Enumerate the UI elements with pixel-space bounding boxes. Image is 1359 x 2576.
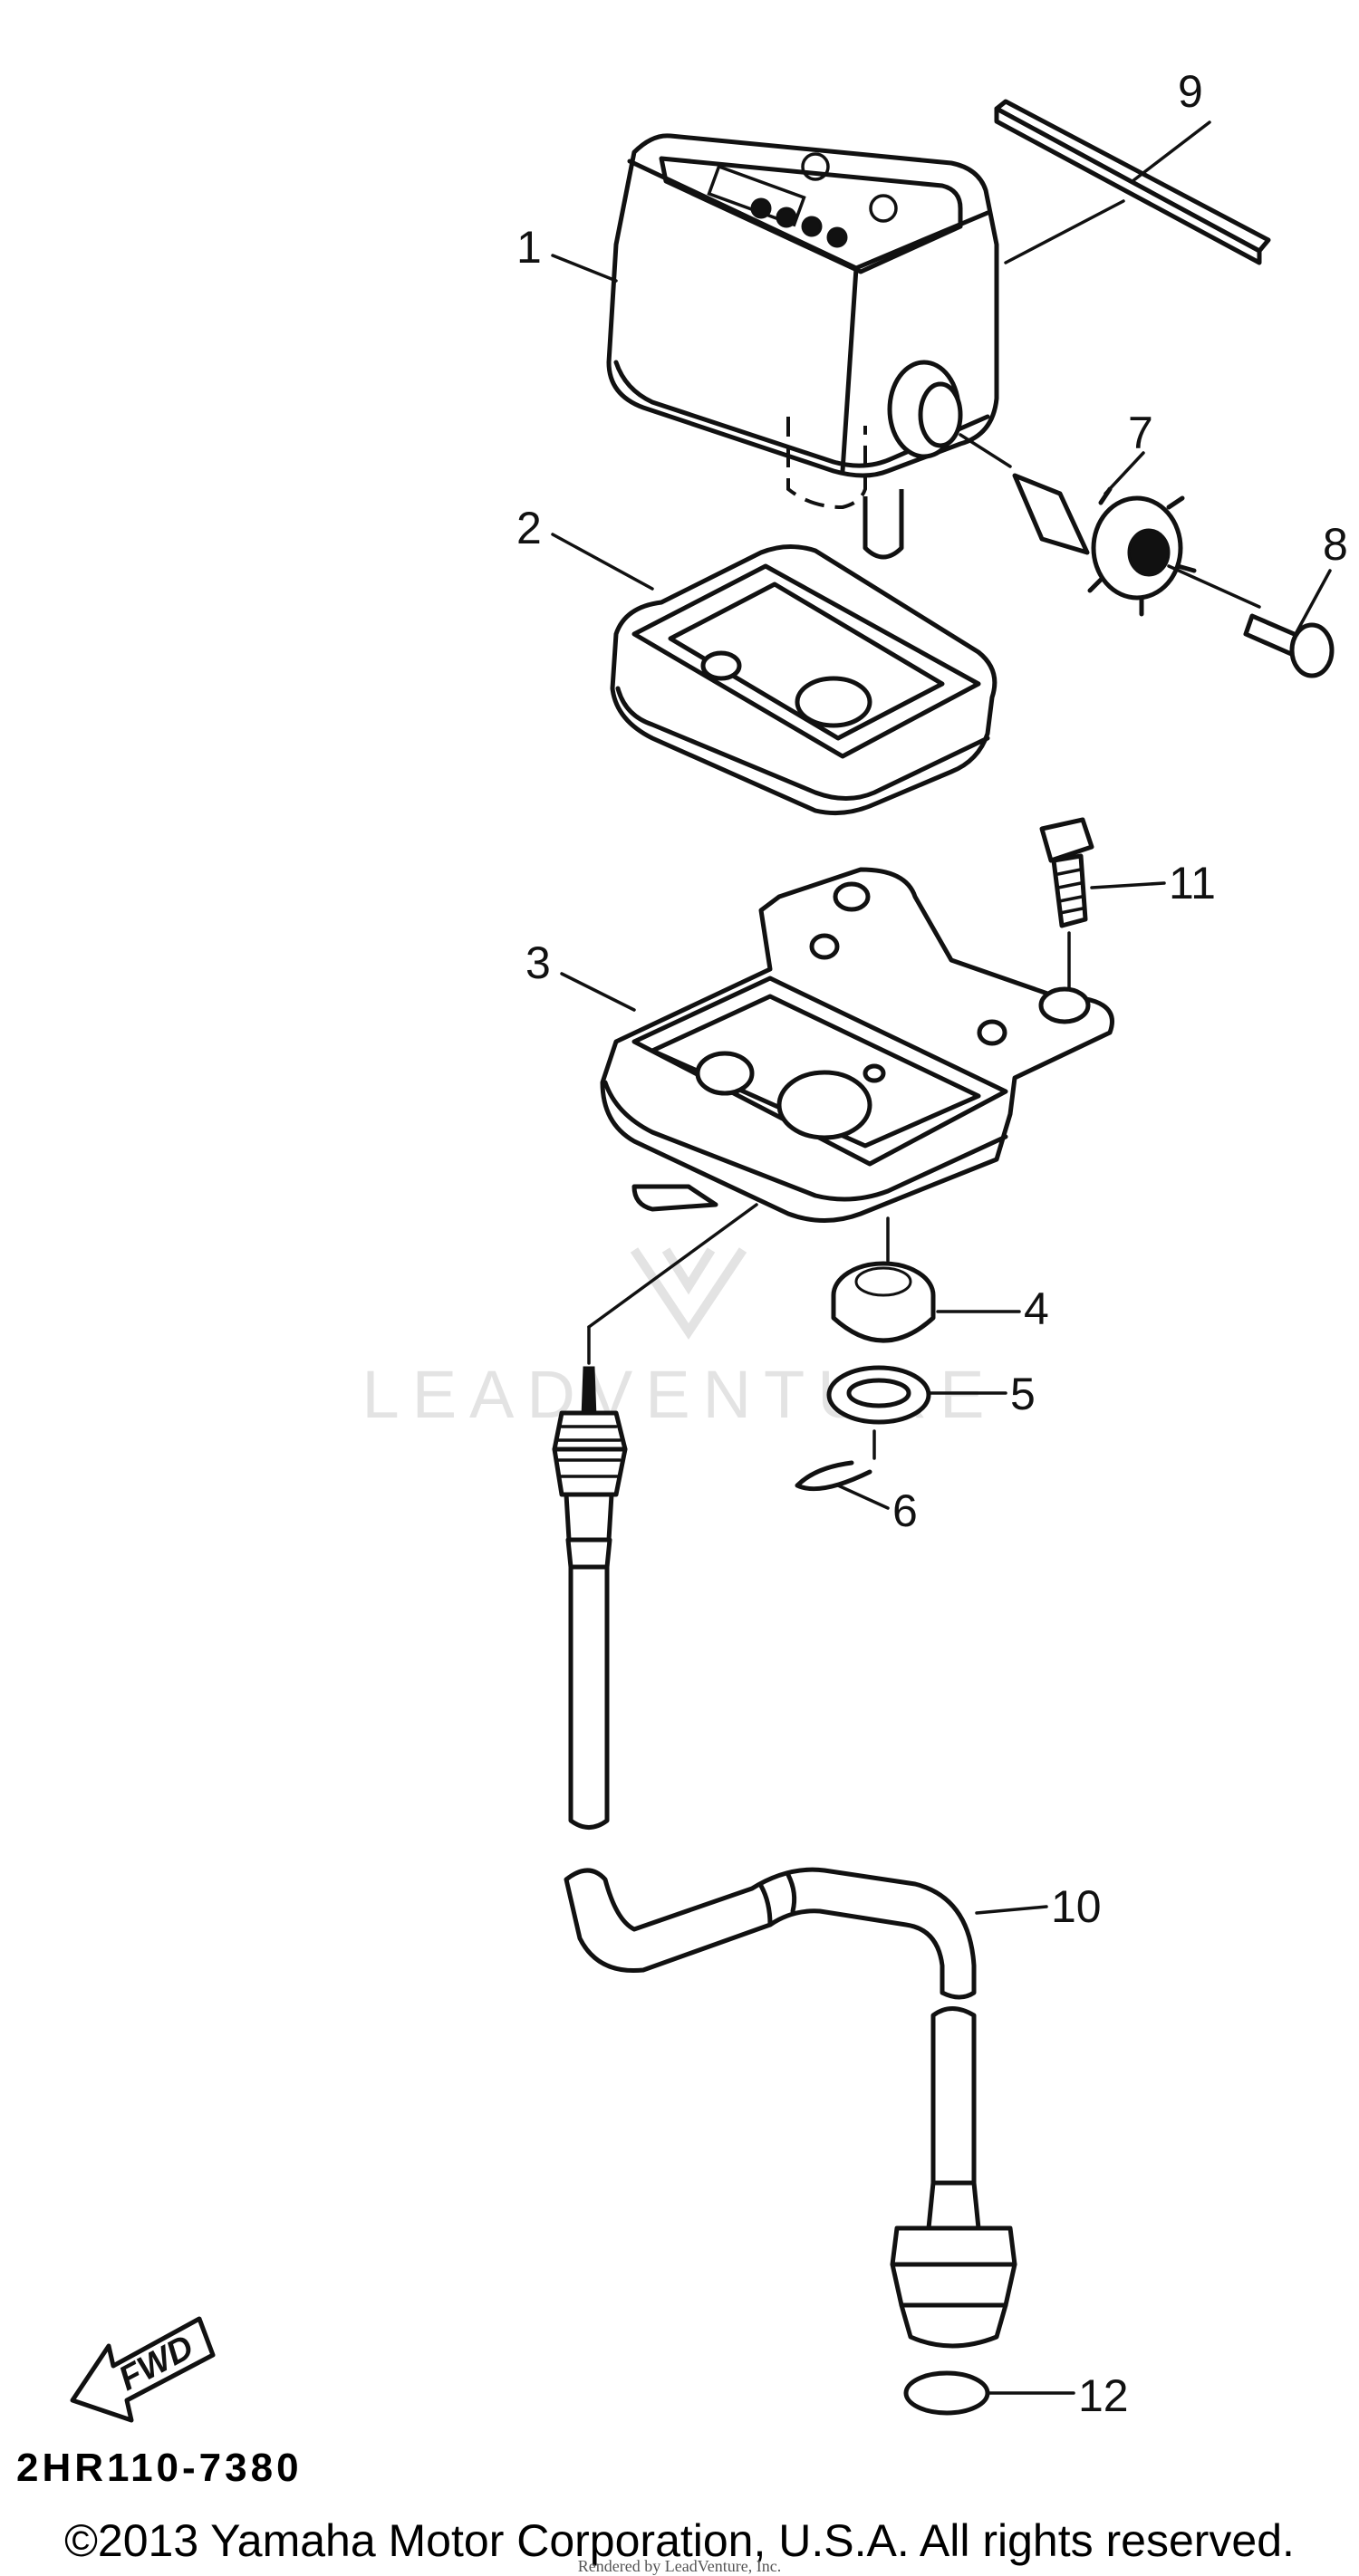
callout-10: 10 xyxy=(1051,1881,1102,1932)
rendered-by-note: Rendered by LeadVenture, Inc. xyxy=(577,2557,782,2575)
callout-8: 8 xyxy=(1323,519,1348,570)
part-1-meter-housing[interactable] xyxy=(606,133,999,560)
callout-6: 6 xyxy=(892,1485,918,1536)
callout-3: 3 xyxy=(525,937,551,988)
diagram-code: 2HR110-7380 xyxy=(16,2446,303,2490)
part-5-washer[interactable] xyxy=(826,1365,931,1425)
fwd-arrow-icon: FWD xyxy=(70,2316,216,2423)
callout-2: 2 xyxy=(516,503,542,553)
callout-7: 7 xyxy=(1128,408,1153,458)
part-3-bracket[interactable] xyxy=(600,867,1114,1223)
part-7-gear[interactable] xyxy=(1012,473,1197,617)
fwd-label: FWD xyxy=(112,2328,199,2398)
part-6-clip[interactable] xyxy=(795,1460,872,1492)
callout-4: 4 xyxy=(1024,1283,1049,1334)
part-12-o-ring[interactable] xyxy=(903,2370,990,2416)
part-11-bolt[interactable] xyxy=(1039,817,1094,928)
callout-12: 12 xyxy=(1078,2370,1129,2421)
part-8-screw[interactable] xyxy=(1243,613,1335,678)
callout-1: 1 xyxy=(516,222,542,273)
part-9-strip[interactable] xyxy=(994,99,1271,265)
part-2-cushion[interactable] xyxy=(610,544,998,816)
callout-5: 5 xyxy=(1010,1369,1036,1419)
callout-9: 9 xyxy=(1178,66,1203,117)
copyright-notice: ©2013 Yamaha Motor Corporation, U.S.A. A… xyxy=(64,2515,1295,2566)
part-10-cable[interactable] xyxy=(552,1203,1017,2349)
callout-11: 11 xyxy=(1169,858,1216,908)
part-4-grommet[interactable] xyxy=(831,1261,936,1343)
